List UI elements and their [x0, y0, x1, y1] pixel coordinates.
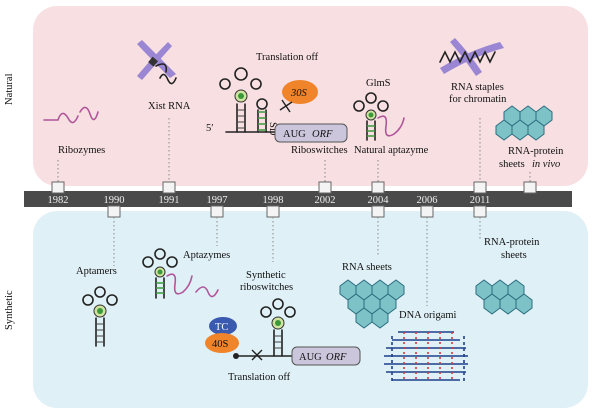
- timeline-bar: [24, 191, 572, 207]
- label-rna-protein-invivo-3: in vivo: [532, 159, 560, 170]
- label-sd: SD: [267, 122, 278, 136]
- tc-ellipse: [209, 317, 237, 335]
- rna-protein-lattice-bottom: [475, 279, 533, 315]
- label-synthetic-2: riboswitches: [240, 282, 293, 293]
- tick-bottom-2006: [420, 205, 434, 218]
- chromatin-staple-icon: [439, 38, 504, 76]
- year-1998: 1998: [263, 195, 284, 206]
- tick-top-late: [523, 181, 537, 194]
- tick-bottom-1997: [210, 205, 224, 218]
- rna-sheet-lattice: [339, 279, 405, 329]
- tick-bottom-1990: [107, 205, 121, 218]
- label-glms: GlmS: [366, 78, 391, 89]
- year-2011: 2011: [470, 195, 491, 206]
- year-1997: 1997: [207, 195, 228, 206]
- chromosome-icon: [137, 40, 177, 85]
- label-ribozymes: Ribozymes: [58, 145, 105, 156]
- ribosome-30s-top: [282, 80, 318, 104]
- label-synthetic-1: Synthetic: [246, 270, 286, 281]
- aptazyme-synthetic-icon: [142, 248, 219, 299]
- natural-side-label: Natural: [4, 73, 15, 105]
- tick-bottom-2011: [473, 205, 487, 218]
- label-rna-protein-1: RNA-protein: [484, 237, 540, 248]
- synthetic-riboswitch-icon: [233, 298, 301, 359]
- synthetic-side-label: Synthetic: [4, 290, 15, 330]
- riboswitch-hairpin-icon: [219, 67, 301, 133]
- tick-bottom-1998: [266, 205, 280, 218]
- tick-top-2011: [473, 181, 487, 194]
- block-x-top: [279, 99, 293, 113]
- label-natural-aptazyme: Natural aptazyme: [354, 145, 429, 156]
- label-rna-staples: RNA staples: [451, 82, 504, 93]
- synthetic-panel: [33, 211, 588, 408]
- aug-orf-box-bottom: [291, 346, 361, 366]
- label-five-prime: 5′: [206, 123, 214, 134]
- label-for-chromatin: for chromatin: [449, 94, 507, 105]
- year-2006: 2006: [417, 195, 438, 206]
- tick-bottom-2004: [371, 205, 385, 218]
- label-aptazymes: Aptazymes: [183, 250, 230, 261]
- label-translation-off-bottom: Translation off: [228, 372, 291, 383]
- tick-top-2004: [371, 181, 385, 194]
- label-orf-bottom: ORF: [326, 352, 347, 363]
- label-tc: TC: [215, 322, 228, 333]
- aptazyme-natural-icon: [353, 92, 405, 141]
- year-1991: 1991: [159, 195, 180, 206]
- block-x-bottom: [251, 349, 263, 361]
- label-aug-bottom: AUG: [299, 352, 322, 363]
- tick-top-1991: [162, 181, 176, 194]
- label-rna-protein-invivo-1: RNA-protein: [508, 146, 564, 157]
- tick-top-2002: [318, 181, 332, 194]
- label-40s: 40S: [212, 339, 229, 350]
- label-rna-protein-2: sheets: [501, 250, 527, 261]
- year-2004: 2004: [368, 195, 390, 206]
- label-rna-protein-invivo-2: sheets: [499, 159, 525, 170]
- ribozyme-icon: [43, 106, 99, 124]
- label-rna-sheets: RNA sheets: [342, 262, 392, 273]
- label-riboswitches: Riboswitches: [291, 145, 348, 156]
- label-translation-off-top: Translation off: [256, 52, 319, 63]
- aug-orf-box-top: [274, 123, 348, 143]
- year-2002: 2002: [315, 195, 336, 206]
- label-xist-rna: Xist RNA: [148, 101, 191, 112]
- ribosome-40s: [205, 333, 239, 353]
- year-1982: 1982: [48, 195, 69, 206]
- aptamer-icon: [82, 286, 118, 347]
- label-aptamers: Aptamers: [76, 266, 117, 277]
- dna-origami-icon: [384, 331, 468, 384]
- rna-protein-lattice-top: [495, 105, 553, 141]
- year-1990: 1990: [104, 195, 125, 206]
- label-30s: 30S: [290, 88, 308, 99]
- label-dna-origami: DNA origami: [399, 310, 457, 321]
- tick-top-1982: [51, 181, 65, 194]
- label-aug-top: AUG: [283, 129, 306, 140]
- label-orf-top: ORF: [312, 129, 333, 140]
